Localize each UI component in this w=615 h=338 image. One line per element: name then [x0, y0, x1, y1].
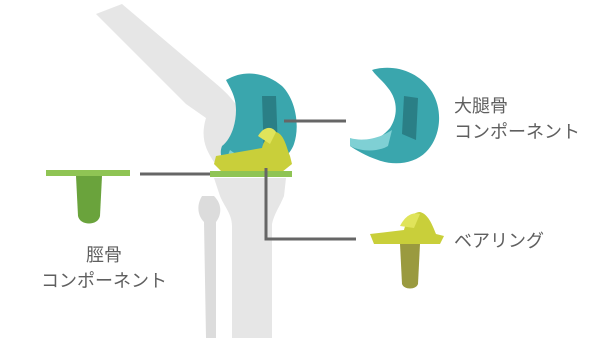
tibial-component-label-line2: コンポーネント: [41, 271, 167, 292]
leader-lines: [140, 119, 356, 241]
tibial-tray-on-knee: [210, 171, 292, 177]
femoral-component-label: 大腿骨 コンポーネント: [454, 94, 580, 146]
tibia-bone: [214, 178, 286, 338]
bearing-on-knee: [214, 127, 292, 172]
femoral-component-icon: [350, 67, 440, 164]
tibial-component-icon: [46, 170, 130, 224]
bearing-label: ベアリング: [454, 229, 544, 255]
tibial-component-label-line1: 脛骨: [86, 245, 122, 266]
leader-line-bearing: [264, 168, 356, 241]
femur-bone: [96, 4, 245, 162]
tibial-component-label: 脛骨 コンポーネント: [18, 243, 190, 295]
bearing-icon: [370, 212, 444, 289]
bearing-label-line1: ベアリング: [454, 231, 544, 252]
fibula-bone: [198, 196, 221, 338]
femoral-component-label-line1: 大腿骨: [454, 96, 508, 117]
femoral-component-label-line2: コンポーネント: [454, 122, 580, 143]
